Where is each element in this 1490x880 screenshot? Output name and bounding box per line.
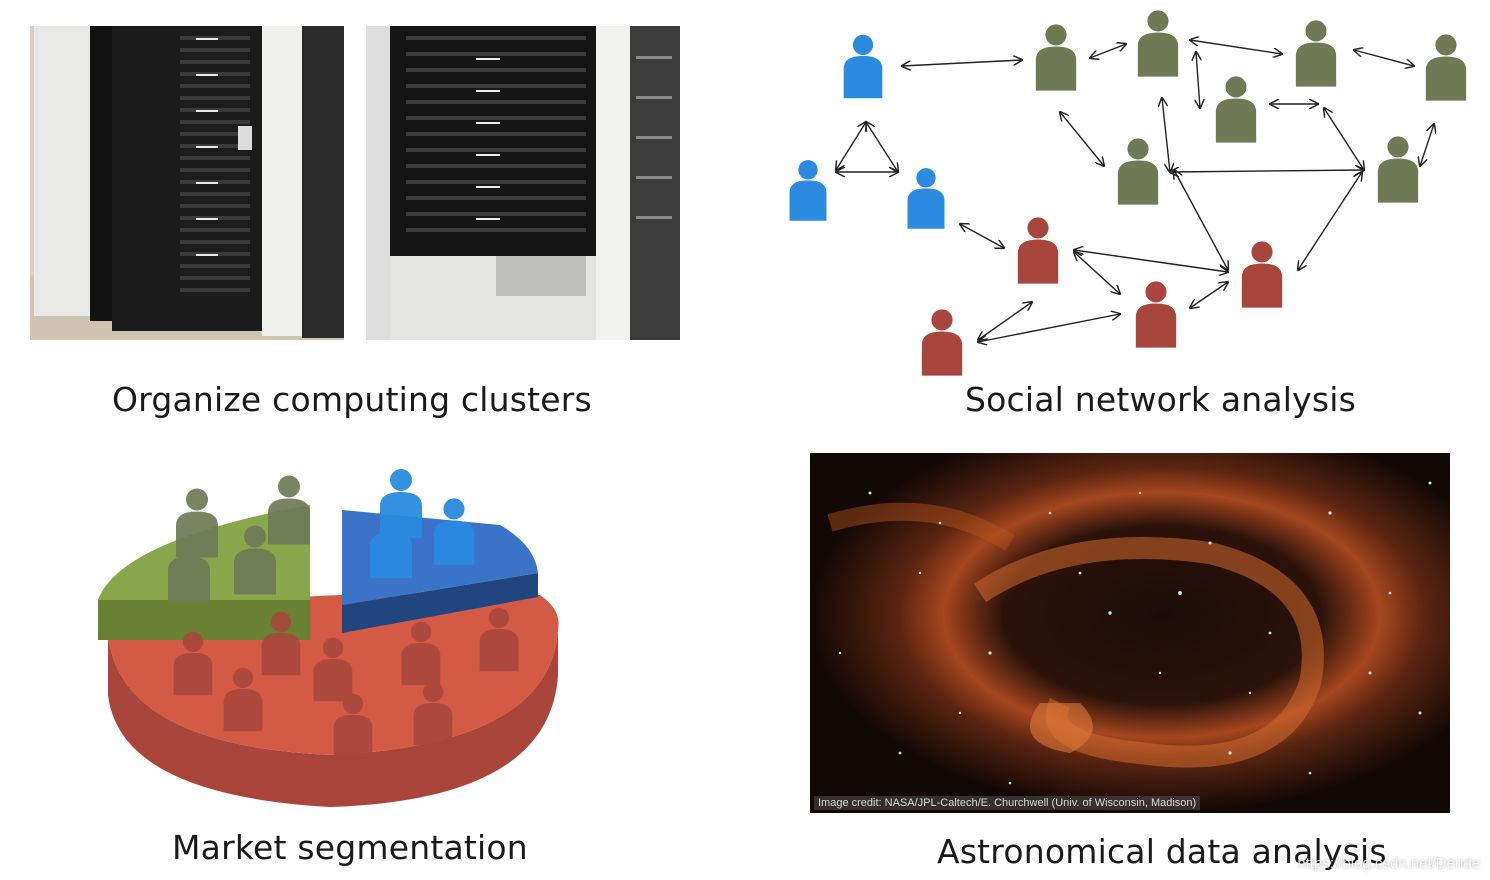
market-segmentation-pie (98, 469, 559, 807)
segment-person-icon (268, 475, 310, 545)
segment-person-icon (433, 498, 475, 565)
person-icon-red-1 (1017, 217, 1059, 284)
social-network-diagram (789, 10, 1467, 376)
person-icon-blue-1 (843, 34, 883, 99)
person-icon-green-3 (1295, 20, 1337, 87)
server-rack-photo-right (366, 26, 680, 340)
person-icon-red-2 (1241, 241, 1283, 308)
caption-clusters: Organize computing clusters (112, 380, 592, 419)
person-icon-blue-2 (789, 160, 827, 221)
person-icon-red-4 (921, 309, 963, 376)
person-icon-green-6 (1117, 138, 1159, 205)
image-credit: Image credit: NASA/JPL-Caltech/E. Church… (814, 796, 1201, 810)
caption-social: Social network analysis (965, 380, 1357, 419)
nebula-image (810, 453, 1450, 813)
person-icon-green-7 (1377, 136, 1419, 203)
caption-market: Market segmentation (172, 828, 528, 867)
server-rack-photo-left (30, 26, 344, 340)
person-icon-green-2 (1137, 10, 1179, 77)
person-icon-green-1 (1035, 24, 1077, 91)
person-icon-red-3 (1135, 281, 1177, 348)
watermark: https://blog.csdn.net/Deride (1297, 855, 1480, 872)
person-icon-blue-3 (907, 168, 945, 229)
server-racks-photos (30, 26, 680, 340)
caption-astro: Astronomical data analysis (937, 832, 1387, 871)
person-icon-green-4 (1425, 34, 1467, 101)
person-icon-green-5 (1215, 76, 1257, 143)
